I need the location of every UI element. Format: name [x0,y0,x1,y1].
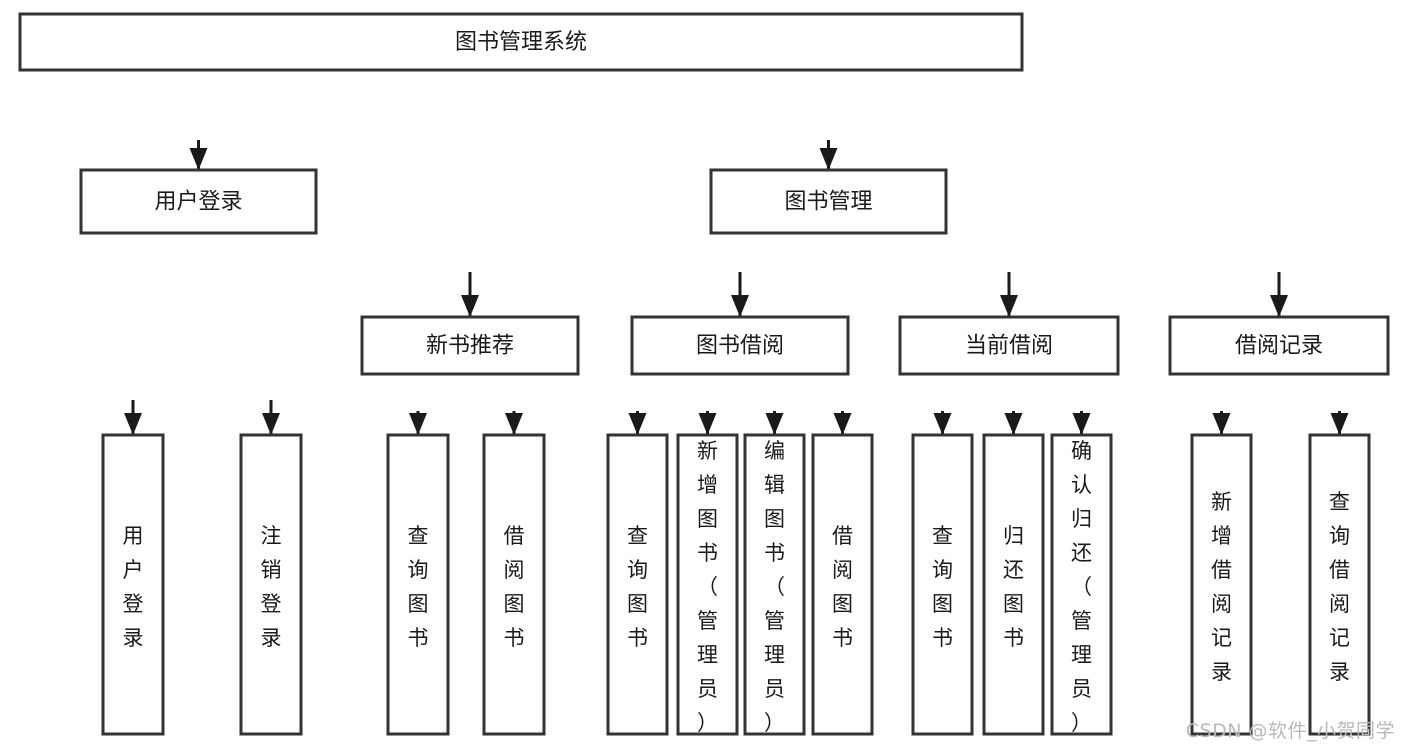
leafgrp-new-book-recommend-arrow-0 [409,413,427,435]
node-current-borrow[interactable]: 当前借阅 [898,315,1120,376]
node-leaf-edit-book[interactable]: 编辑图书（管理员） [743,433,806,736]
bookmanage-to-l3-arrow-1 [731,295,749,317]
node-leaf-return-book[interactable]: 归还图书 [982,433,1045,736]
node-leaf-confirm-return[interactable]: 确认归还（管理员） [1050,433,1113,736]
node-leaf-borrow-book-2[interactable]: 借阅图书 [811,433,874,736]
node-box-book-borrow[interactable] [630,315,850,376]
node-root[interactable]: 图书管理系统 [18,12,1024,72]
node-box-new-book-recommend[interactable] [360,315,580,376]
node-label-leaf-borrow-book-1: 借阅图书 [504,524,525,650]
node-box-leaf-query-book-3[interactable] [911,433,974,736]
node-label-leaf-confirm-return: 确认归还（管理员） [1071,439,1092,735]
node-box-leaf-user-login[interactable] [101,433,165,736]
leafgrp-user-login-arrow-1 [262,413,280,435]
bookmanage-to-l3-arrow-0 [461,295,479,317]
node-leaf-user-logout[interactable]: 注销登录 [239,433,303,736]
node-label-leaf-edit-book: 编辑图书（管理员） [764,439,785,735]
node-leaf-query-book-3[interactable]: 查询图书 [911,433,974,736]
node-leaf-query-book-1[interactable]: 查询图书 [386,433,450,736]
node-box-leaf-query-borrow-record[interactable] [1308,433,1371,736]
leafgrp-current-borrow-arrow-2 [1072,413,1091,435]
node-label-root: 图书管理系统 [455,30,587,55]
leafgrp-book-borrow-arrow-3 [833,413,852,435]
node-label-leaf-query-book-3: 查询图书 [932,524,953,650]
node-box-leaf-user-logout[interactable] [239,433,303,736]
leafgrp-current-borrow-arrow-0 [933,413,952,435]
node-label-leaf-return-book: 归还图书 [1003,524,1024,650]
node-user-login[interactable]: 用户登录 [79,168,318,235]
bookmanage-to-l3-arrow-3 [1270,295,1288,317]
node-label-book-manage: 图书管理 [784,190,872,215]
node-label-leaf-user-logout: 注销登录 [261,524,282,650]
node-label-leaf-query-book-2: 查询图书 [627,524,648,650]
node-layer: 图书管理系统用户登录图书管理新书推荐图书借阅当前借阅借阅记录用户登录注销登录查询… [18,12,1390,736]
node-label-user-login: 用户登录 [154,190,242,215]
leafgrp-book-borrow-arrow-0 [628,413,647,435]
node-book-manage[interactable]: 图书管理 [709,168,948,235]
node-label-leaf-borrow-book-2: 借阅图书 [832,524,853,650]
node-label-borrow-record: 借阅记录 [1235,334,1323,359]
node-box-leaf-query-book-1[interactable] [386,433,450,736]
node-box-user-login[interactable] [79,168,318,235]
leafgrp-current-borrow-arrow-1 [1004,413,1023,435]
node-label-leaf-add-borrow-record: 新增借阅记录 [1211,490,1232,684]
root-to-l2-arrow-0 [189,148,208,170]
connector-layer [124,140,1349,435]
node-leaf-add-borrow-record[interactable]: 新增借阅记录 [1190,433,1253,736]
node-new-book-recommend[interactable]: 新书推荐 [360,315,580,376]
node-box-leaf-borrow-book-1[interactable] [482,433,546,736]
node-label-leaf-add-book: 新增图书（管理员） [697,439,718,735]
node-box-current-borrow[interactable] [898,315,1120,376]
root-to-l2-arrow-1 [819,148,838,170]
leafgrp-new-book-recommend-arrow-1 [505,413,523,435]
node-label-current-borrow: 当前借阅 [965,334,1053,359]
node-label-new-book-recommend: 新书推荐 [426,334,514,359]
node-leaf-query-book-2[interactable]: 查询图书 [606,433,669,736]
node-box-book-manage[interactable] [709,168,948,235]
node-box-borrow-record[interactable] [1168,315,1390,376]
leafgrp-borrow-record-arrow-0 [1212,413,1231,435]
leafgrp-user-login-arrow-0 [124,413,142,435]
node-leaf-query-borrow-record[interactable]: 查询借阅记录 [1308,433,1371,736]
node-box-root[interactable] [18,12,1024,72]
node-label-book-borrow: 图书借阅 [696,334,784,359]
node-borrow-record[interactable]: 借阅记录 [1168,315,1390,376]
node-label-leaf-query-book-1: 查询图书 [408,524,429,650]
node-leaf-borrow-book-1[interactable]: 借阅图书 [482,433,546,736]
node-leaf-add-book[interactable]: 新增图书（管理员） [676,433,739,736]
leafgrp-book-borrow-arrow-2 [765,413,784,435]
node-leaf-user-login[interactable]: 用户登录 [101,433,165,736]
node-box-leaf-add-book[interactable] [676,433,739,736]
node-label-leaf-user-login: 用户登录 [123,524,144,650]
node-box-leaf-edit-book[interactable] [743,433,806,736]
csdn-watermark: CSDN @软件_小贺同学 [1185,720,1395,742]
bookmanage-to-l3-arrow-2 [1000,295,1018,317]
node-box-leaf-return-book[interactable] [982,433,1045,736]
node-book-borrow[interactable]: 图书借阅 [630,315,850,376]
leafgrp-book-borrow-arrow-1 [698,413,717,435]
node-box-leaf-borrow-book-2[interactable] [811,433,874,736]
node-box-leaf-confirm-return[interactable] [1050,433,1113,736]
node-box-leaf-add-borrow-record[interactable] [1190,433,1253,736]
node-box-leaf-query-book-2[interactable] [606,433,669,736]
node-label-leaf-query-borrow-record: 查询借阅记录 [1329,490,1350,684]
leafgrp-borrow-record-arrow-1 [1330,413,1349,435]
